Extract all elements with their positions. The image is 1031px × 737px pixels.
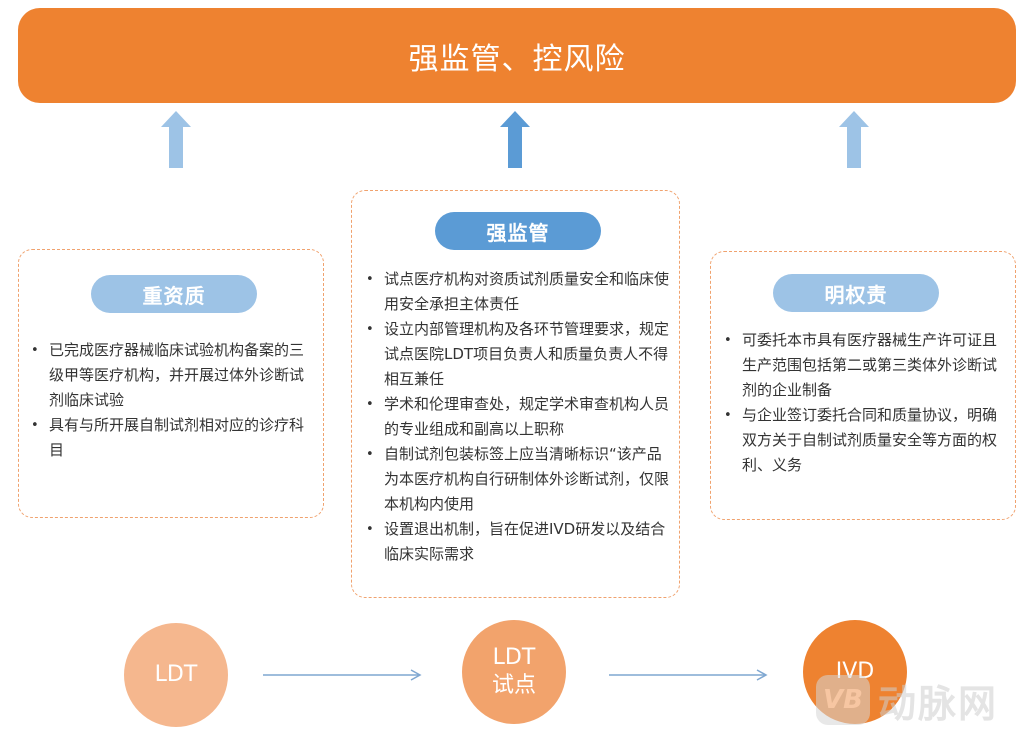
- flow-arrow-1-icon: [263, 669, 422, 681]
- panel-qualification-title: 重资质: [91, 275, 257, 313]
- up-arrow-left-icon: [161, 111, 191, 168]
- up-arrow-right-icon: [839, 111, 869, 168]
- list-item: 与企业签订委托合同和质量协议，明确双方关于自制试剂质量安全等方面的权利、义务: [722, 403, 1010, 478]
- list-item: 学术和伦理审查处，规定学术审查机构人员的专业组成和副高以上职称: [364, 392, 670, 442]
- list-item: 已完成医疗器械临床试验机构备案的三级甲等医疗机构，并开展过体外诊断试剂临床试验: [29, 338, 315, 413]
- list-item: 设置退出机制，旨在促进IVD研发以及结合临床实际需求: [364, 517, 670, 567]
- up-arrow-center-icon: [500, 111, 530, 168]
- list-item: 可委托本市具有医疗器械生产许可证且生产范围包括第二或第三类体外诊断试剂的企业制备: [722, 328, 1010, 403]
- watermark-text: 动脉网: [878, 681, 999, 726]
- list-item: 具有与所开展自制试剂相对应的诊疗科目: [29, 413, 315, 463]
- panel-qualification-list: 已完成医疗器械临床试验机构备案的三级甲等医疗机构，并开展过体外诊断试剂临床试验 …: [29, 338, 315, 463]
- flow-arrow-2-icon: [609, 669, 768, 681]
- panel-supervision: [351, 190, 680, 598]
- top-banner: 强监管、控风险: [18, 8, 1016, 103]
- list-item: 设立内部管理机构及各环节管理要求，规定试点医院LDT项目负责人和质量负责人不得相…: [364, 317, 670, 392]
- list-item: 自制试剂包装标签上应当清晰标识“该产品为本医疗机构自行研制体外诊断试剂，仅限本机…: [364, 442, 670, 517]
- watermark-logo-icon: VB: [816, 675, 870, 725]
- circle-ldt: LDT: [124, 623, 228, 727]
- circle-ldt-pilot: LDT 试点: [462, 620, 566, 724]
- watermark: VB 动脉网: [816, 674, 1026, 726]
- panel-supervision-title: 强监管: [435, 212, 601, 250]
- panel-responsibility-title: 明权责: [773, 274, 939, 312]
- panel-responsibility: [710, 251, 1016, 520]
- panel-qualification: [18, 249, 324, 518]
- list-item: 试点医疗机构对资质试剂质量安全和临床使用安全承担主体责任: [364, 267, 670, 317]
- banner-title: 强监管、控风险: [408, 41, 626, 77]
- panel-supervision-list: 试点医疗机构对资质试剂质量安全和临床使用安全承担主体责任 设立内部管理机构及各环…: [364, 267, 670, 567]
- panel-responsibility-list: 可委托本市具有医疗器械生产许可证且生产范围包括第二或第三类体外诊断试剂的企业制备…: [722, 328, 1010, 478]
